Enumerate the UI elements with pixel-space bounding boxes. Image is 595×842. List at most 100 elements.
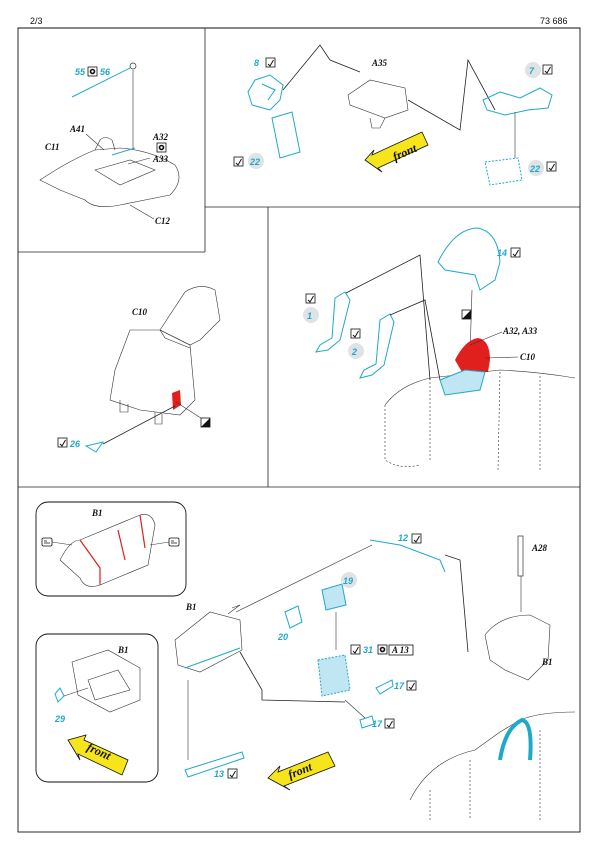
number-bubble	[348, 343, 364, 359]
fuselage-frame-lines	[429, 730, 541, 820]
leader-2	[389, 299, 441, 381]
half-fill-icon	[200, 417, 211, 428]
leader-1	[345, 254, 431, 381]
part-26	[84, 441, 105, 453]
leader-A32	[469, 331, 503, 346]
number-bubble	[248, 153, 264, 169]
replace-icon	[41, 537, 53, 547]
seat-A35	[347, 79, 409, 119]
part-56-label: 56	[100, 67, 111, 77]
part-19-label: 19	[343, 576, 353, 586]
inset-2-part	[71, 649, 141, 713]
fold-icon	[265, 57, 276, 68]
front-arrow-main: front	[267, 751, 336, 791]
label-A32: A32	[152, 132, 169, 142]
fold-icon	[350, 644, 361, 655]
leader-inset1-left	[51, 541, 73, 546]
fold-icon	[233, 156, 244, 167]
part-stick-pe	[111, 147, 136, 156]
part-26-label: 26	[69, 439, 81, 449]
seat-C10-legs	[119, 400, 163, 425]
red-headrest	[455, 338, 490, 372]
fold-icon	[411, 533, 422, 544]
panel-3: C10 26	[57, 286, 221, 453]
part-B1-main	[174, 611, 243, 673]
part-17-label-a: 17	[394, 681, 405, 691]
label-A28: A28	[531, 543, 548, 553]
part-2-label: 2	[351, 347, 357, 357]
panel-1: 55 56 A41 C11 A32 A33 C12	[39, 62, 180, 226]
part-14	[437, 227, 501, 291]
page-number: 2/3	[30, 16, 43, 26]
part-8-detail	[261, 83, 276, 101]
part-1-label: 1	[307, 311, 312, 321]
part-1	[315, 291, 351, 353]
leader-29	[63, 687, 89, 697]
half-fill-icon	[461, 309, 472, 320]
paint-icon	[87, 66, 98, 77]
label-A35: A35	[371, 58, 388, 68]
fuselage-outline	[409, 711, 576, 801]
part-2	[359, 313, 395, 379]
part-13	[184, 751, 245, 778]
inset-1-frame	[35, 501, 187, 597]
panel-5: B1 B1 29 front B1 12 19 20	[35, 501, 576, 820]
part-20-label: 20	[277, 632, 288, 642]
leader-12	[235, 544, 373, 613]
leader-inset1-right	[149, 541, 170, 546]
leader-B1	[239, 651, 346, 703]
part-7-label: 7	[529, 66, 535, 76]
leader-26	[102, 405, 176, 445]
label-A33: A33	[152, 154, 169, 164]
fold-icon	[350, 328, 361, 339]
A13-box	[388, 644, 414, 656]
fold-icon	[510, 247, 521, 258]
part-17-lower	[359, 715, 375, 729]
label-A13: A 13	[391, 645, 409, 655]
armor-B1	[484, 614, 551, 681]
part-31-label: 31	[363, 645, 373, 655]
cockpit-insert	[439, 369, 486, 396]
leader-paint	[175, 401, 205, 421]
leader-A33	[127, 157, 151, 165]
part-12-label: 12	[398, 533, 408, 543]
fuselage-top	[384, 369, 576, 406]
cockpit-frame-blue	[498, 717, 533, 761]
fold-icon	[57, 437, 68, 448]
stick-grip	[94, 137, 116, 151]
label-C10: C10	[132, 307, 148, 317]
part-12	[369, 539, 446, 573]
label-B1-right: B1	[541, 657, 553, 667]
label-A32-A33: A32, A33	[502, 326, 538, 336]
red-paint-area	[172, 390, 181, 410]
sheet-code: 73 686	[540, 16, 568, 26]
leader-C12	[129, 204, 155, 220]
label-C11: C11	[45, 142, 60, 152]
label-C10-right: C10	[520, 352, 536, 362]
leader-A41	[85, 133, 105, 151]
replace-icon	[168, 537, 180, 547]
red-fold-lines	[79, 514, 146, 585]
number-bubble	[525, 62, 541, 78]
fuselage-frames	[429, 371, 541, 471]
part-29-label: 29	[54, 714, 65, 724]
panel-2: 8 22 A35 7 22 front	[233, 44, 557, 186]
front-arrow-inset: front	[67, 734, 129, 776]
part-8	[247, 74, 284, 111]
part-29	[54, 687, 65, 703]
seat-C10-detail	[159, 329, 191, 349]
number-bubble	[528, 160, 544, 176]
leader-17	[344, 699, 366, 719]
part-31	[317, 654, 351, 697]
fold-icon	[546, 161, 557, 172]
fold-icon	[542, 64, 553, 75]
stick-base	[94, 159, 156, 186]
inset-1-part	[59, 514, 156, 587]
part-20	[284, 605, 303, 629]
part-B1-tab	[227, 604, 241, 615]
seat-A35-base	[369, 117, 386, 129]
inset-1-B1: B1	[91, 508, 103, 518]
label-C12: C12	[155, 216, 171, 226]
fold-icon	[406, 680, 417, 691]
